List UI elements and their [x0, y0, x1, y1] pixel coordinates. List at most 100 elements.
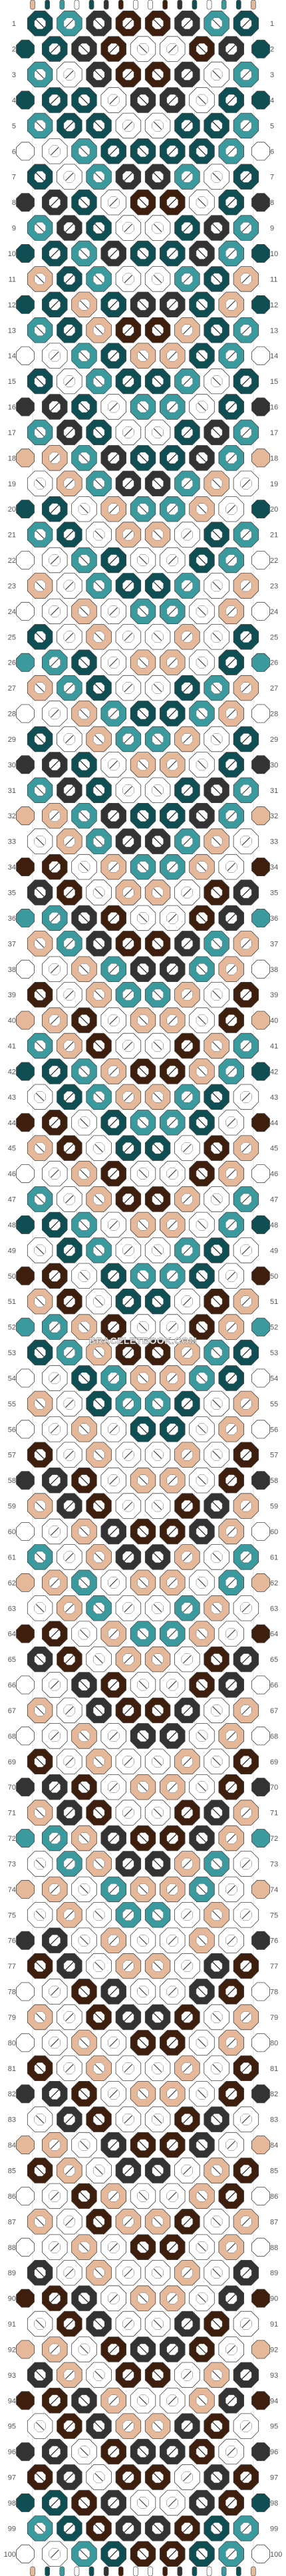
knot-arrow	[154, 1808, 162, 1817]
knot-arrow	[154, 2422, 162, 2430]
knot-arrow	[36, 633, 45, 641]
knot	[144, 1953, 171, 1979]
knot	[189, 1774, 215, 1800]
knot	[86, 2413, 112, 2439]
knot	[42, 2438, 68, 2465]
row-number-right: 47	[270, 1196, 278, 1204]
knot-arrow	[36, 2269, 45, 2277]
row-number-right: 55	[270, 1400, 278, 1408]
knot	[144, 112, 171, 139]
knot-arrow	[198, 607, 206, 615]
knot-arrow	[227, 760, 235, 769]
knot	[71, 752, 97, 778]
knot	[130, 1569, 156, 1596]
edge-knot-right	[251, 142, 270, 161]
knot-arrow	[51, 249, 59, 258]
knot	[204, 1033, 229, 1059]
knot-arrow	[51, 198, 59, 207]
knot	[204, 419, 229, 446]
row-number-left: 94	[8, 2397, 16, 2405]
knot	[159, 1467, 186, 1494]
knot	[130, 240, 156, 267]
knot	[159, 854, 186, 880]
knot-arrow	[65, 2370, 74, 2379]
knot-arrow	[154, 2524, 162, 2533]
knot-arrow	[198, 2140, 206, 2150]
knot	[159, 189, 186, 216]
string-tail-bottom	[251, 2566, 256, 2576]
knot-arrow	[51, 1016, 59, 1025]
knot	[130, 1160, 156, 1187]
knot	[204, 1442, 229, 1468]
knot	[27, 1902, 53, 1928]
knot	[218, 1876, 245, 1903]
knot-arrow	[94, 2012, 103, 2022]
knot-arrow	[212, 2115, 221, 2124]
knot-arrow	[241, 2422, 250, 2430]
knot	[204, 317, 229, 343]
knot	[100, 2183, 127, 2209]
knot	[189, 343, 215, 369]
knot-arrow	[154, 1911, 162, 1919]
knot	[218, 445, 245, 471]
knot-arrow	[183, 888, 192, 897]
edge-knot-right	[251, 704, 270, 723]
knot	[115, 470, 142, 496]
knot-arrow	[138, 1732, 148, 1740]
knot	[144, 573, 171, 599]
knot	[115, 624, 142, 650]
knot	[218, 496, 245, 522]
knot	[130, 1518, 156, 1545]
knot-arrow	[36, 939, 45, 948]
knot-arrow	[36, 377, 45, 386]
knot	[174, 2055, 200, 2082]
row-number-left: 43	[8, 1094, 16, 1102]
knot	[189, 1672, 215, 1698]
knot-arrow	[124, 1911, 132, 1919]
knot-arrow	[94, 326, 103, 335]
knot-arrow	[94, 428, 103, 437]
knot	[189, 87, 215, 113]
string-tail-bottom	[192, 2566, 198, 2576]
knot-arrow	[212, 326, 221, 335]
row-number-left: 6	[12, 148, 16, 156]
knot-arrow	[183, 1399, 192, 1408]
knot-arrow	[124, 224, 132, 232]
knot	[71, 2388, 97, 2414]
knot	[218, 1467, 245, 1494]
string-tail-bottom	[206, 2566, 212, 2576]
knot	[144, 2311, 171, 2337]
knot-arrow	[94, 530, 103, 539]
knot-arrow	[36, 121, 45, 130]
knot-arrow	[154, 734, 162, 744]
row-number-left: 31	[8, 787, 16, 795]
knot-arrow	[138, 862, 148, 872]
knot	[174, 624, 200, 650]
knot-arrow	[198, 2294, 206, 2303]
knot	[233, 1033, 259, 1059]
knot	[71, 1927, 97, 1953]
knot-arrow	[241, 2012, 250, 2022]
knot-arrow	[212, 1450, 221, 1459]
knot	[218, 649, 245, 675]
knot-arrow	[198, 658, 206, 667]
knot	[233, 1544, 259, 1570]
knot-arrow	[154, 1553, 162, 1561]
knot	[57, 2106, 82, 2132]
knot-arrow	[212, 1706, 221, 1715]
knot	[189, 956, 215, 982]
knot	[100, 291, 127, 318]
row-number-right: 82	[270, 2090, 278, 2098]
knot-arrow	[198, 96, 206, 104]
knot-arrow	[198, 760, 206, 769]
knot-arrow	[109, 1681, 118, 1689]
knot	[204, 726, 229, 752]
knot	[57, 1493, 82, 1519]
knot	[100, 1825, 127, 1852]
knot	[189, 1007, 215, 1033]
knot-arrow	[36, 1195, 45, 1204]
knot-arrow	[94, 2166, 103, 2175]
knot	[42, 496, 68, 522]
knot	[27, 522, 53, 548]
